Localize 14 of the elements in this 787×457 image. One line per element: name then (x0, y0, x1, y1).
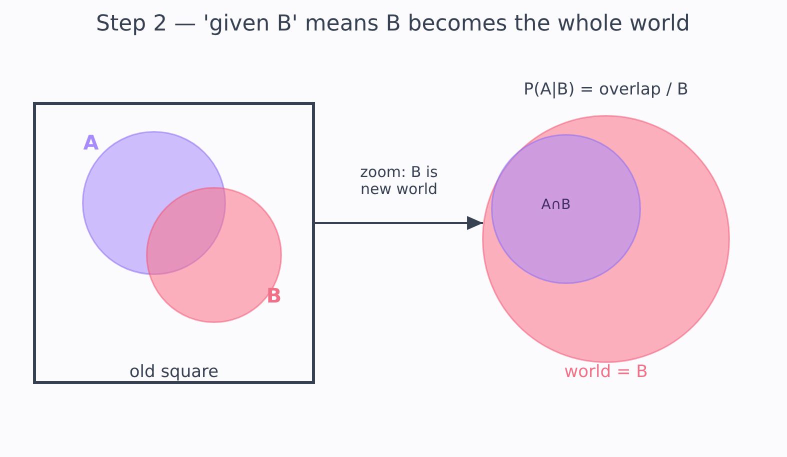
set-label: B (266, 284, 282, 308)
set-label: A (83, 132, 99, 154)
set-circle (491, 134, 641, 284)
formula-label: P(A|B) = overlap / B (524, 80, 688, 100)
square-frame (33, 102, 315, 384)
region-label: A∩B (541, 196, 571, 214)
set-circle (82, 131, 226, 275)
set-circle (482, 115, 730, 363)
set-circle (146, 187, 282, 323)
frame-label: old square (129, 363, 219, 383)
arrow (315, 216, 484, 230)
title: Step 2 — 'given B' means B becomes the whole world (96, 11, 690, 37)
edge-label: zoom: B is new world (359, 164, 439, 198)
circle-caption: world = B (564, 363, 648, 383)
